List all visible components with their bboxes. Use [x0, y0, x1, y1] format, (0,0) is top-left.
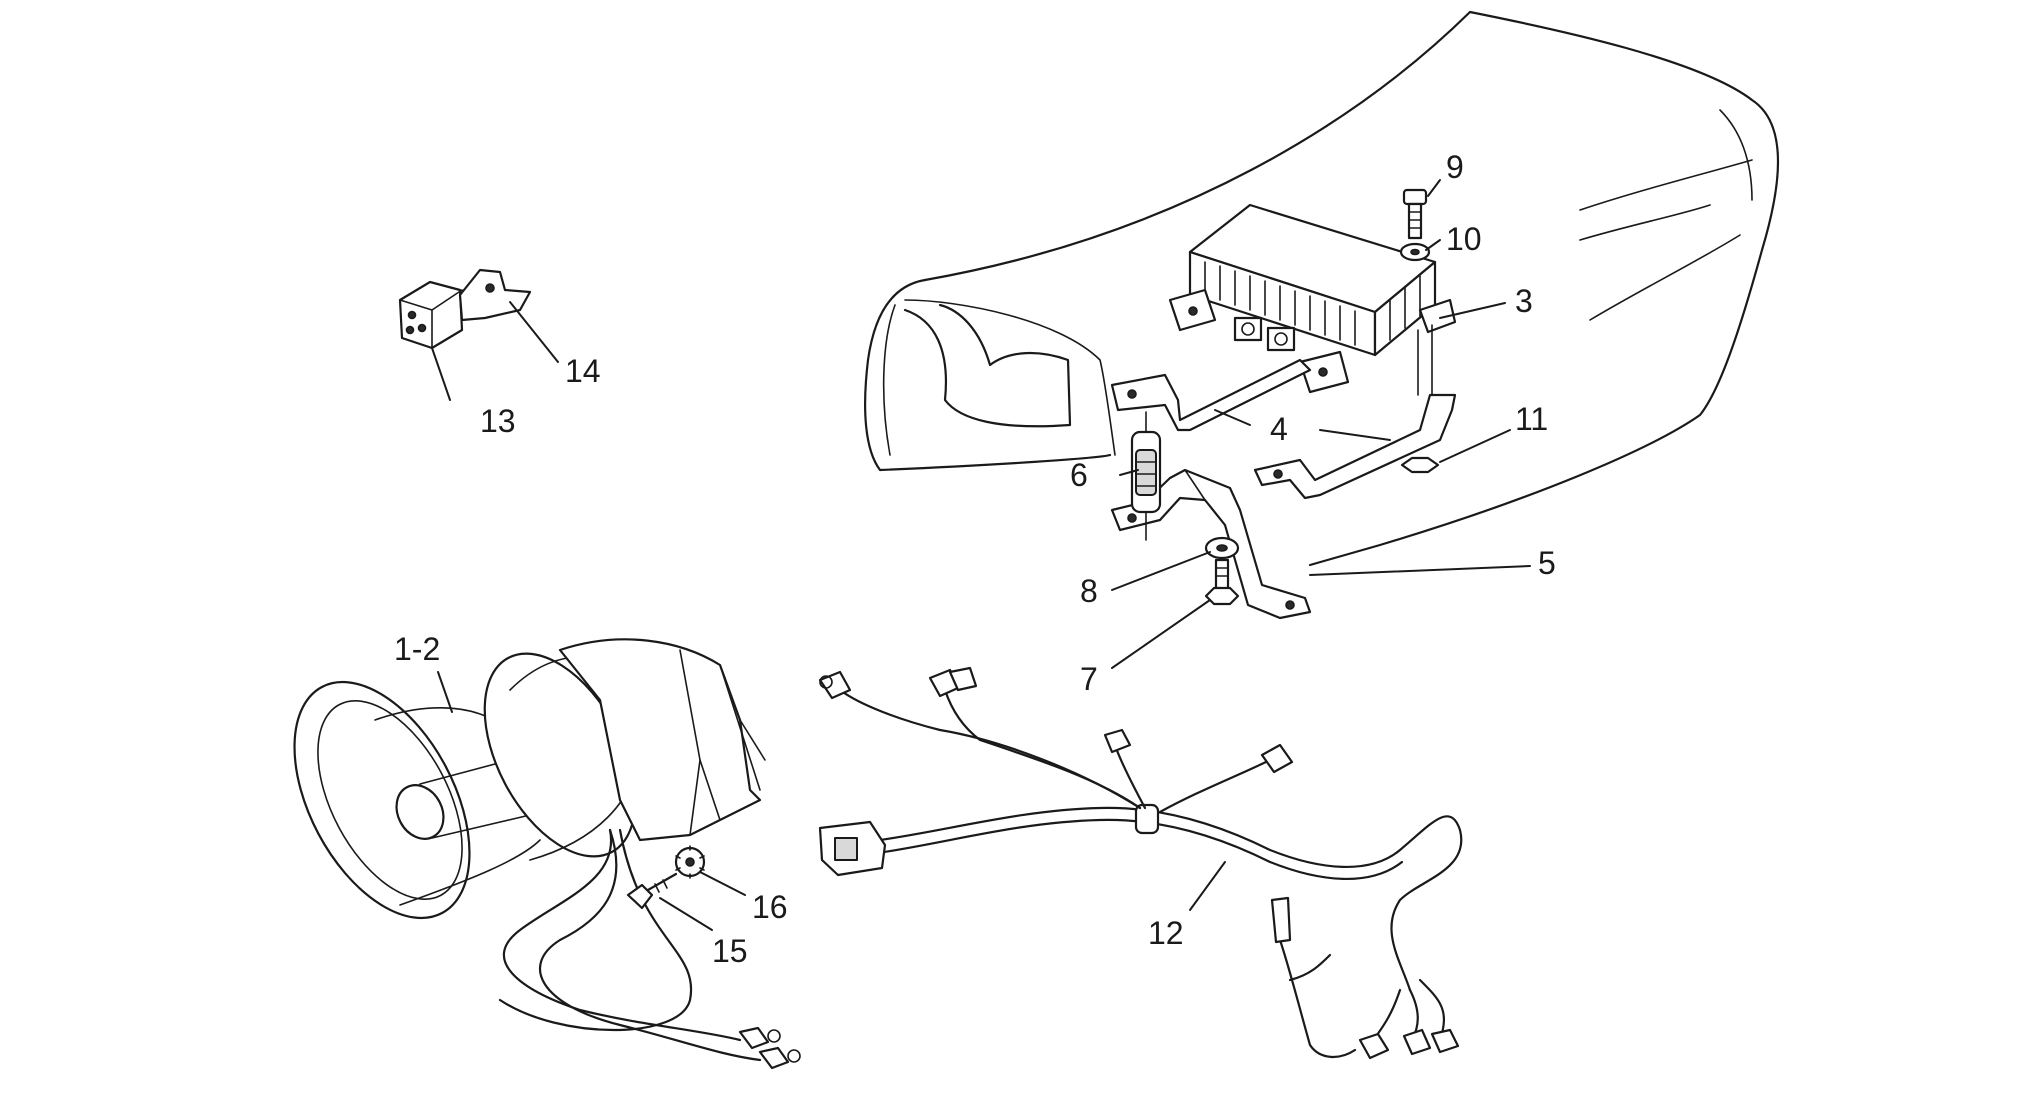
control-unit-box: [1168, 203, 1457, 394]
screw-7: [1204, 558, 1240, 606]
callout-11: 11: [1515, 401, 1548, 437]
callout-1-2: 1-2: [394, 631, 440, 667]
nut-11: [1400, 456, 1440, 474]
callout-16: 16: [752, 889, 788, 925]
washer-16: [674, 845, 706, 879]
leader-lines: [431, 179, 1531, 931]
seat: [864, 10, 1780, 567]
callout-14: 14: [565, 353, 601, 389]
wiring-harness: [818, 666, 1463, 1060]
callout-12: 12: [1148, 915, 1184, 951]
washer-8: [1204, 536, 1240, 560]
fuse-holder: [1130, 411, 1162, 541]
bolt-15: [626, 872, 678, 910]
callout-8: 8: [1080, 573, 1098, 609]
callout-5: 5: [1538, 545, 1556, 581]
callout-15: 15: [712, 933, 748, 969]
callout-7: 7: [1080, 661, 1098, 697]
siren-horn: [293, 638, 801, 1070]
relay-with-bracket: [398, 268, 532, 350]
bolt-9: [1402, 188, 1428, 240]
mounting-brackets: [1110, 324, 1457, 500]
callout-4: 4: [1270, 411, 1288, 447]
support-bracket: [1110, 468, 1312, 620]
callout-9: 9: [1446, 149, 1464, 185]
washer-10: [1399, 242, 1431, 262]
callout-labels: 1-2 3 4 5 6 7 8 9 10 11 12 13 14 15 16: [394, 149, 1556, 969]
callout-6: 6: [1070, 457, 1088, 493]
callout-10: 10: [1446, 221, 1482, 257]
callout-3: 3: [1515, 283, 1533, 319]
callout-13: 13: [480, 403, 516, 439]
